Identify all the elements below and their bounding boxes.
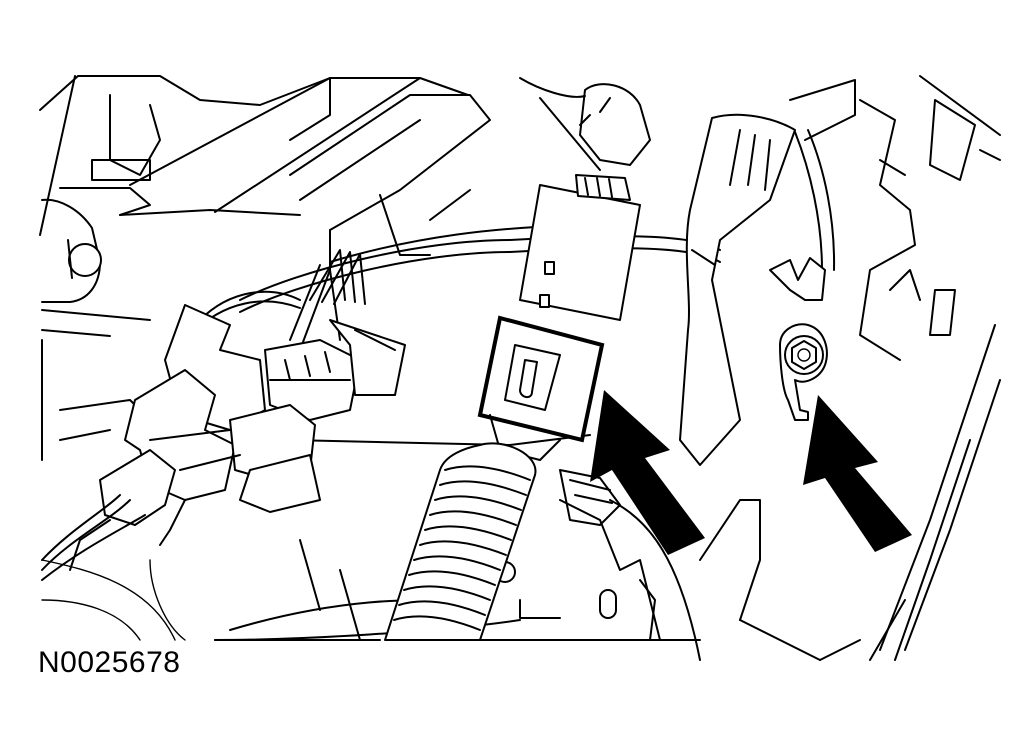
ground-wire-eyelet: [769, 129, 836, 421]
wire-bundle: [189, 225, 721, 351]
center-connector: [477, 174, 641, 461]
callout-arrows: [590, 390, 912, 555]
figure-id-label: N0025678: [38, 646, 181, 679]
convoluted-conduit: [384, 442, 537, 641]
mounting-bracket: [679, 113, 796, 466]
arrow-ground-bolt: [803, 395, 912, 552]
left-connector-cluster: [41, 304, 406, 581]
arrow-connector: [590, 390, 705, 555]
